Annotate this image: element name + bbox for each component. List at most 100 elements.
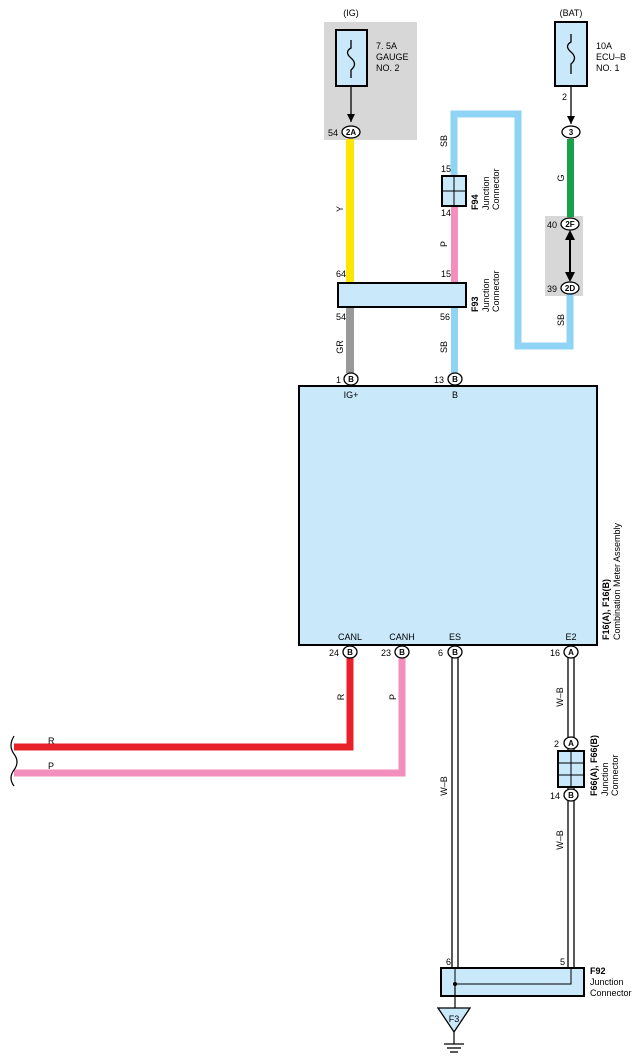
f93-type-1: Junction [481,278,491,312]
f92-internal-link [454,968,572,985]
wire-r-can [14,657,354,751]
connector-2D-pin: 39 [547,284,557,294]
ground-icon [444,1043,464,1053]
fuse-ecu-header: (BAT) [560,8,583,18]
meter-pin-es-label: ES [449,632,461,642]
connector-2F-pin: 40 [547,220,557,230]
junction-connector-f92 [440,967,585,997]
meter-pin-es-conn: B [452,648,458,657]
arrow-up-icon [565,230,575,240]
f94-id: F94 [470,194,480,210]
f93-pin-bl: 54 [336,312,346,322]
wire-p-can [14,657,406,777]
f94-type-1: Junction [481,176,491,210]
ground-label: F3 [449,1014,460,1024]
meter-pin-canl-num: 24 [329,648,339,658]
f94-pin-top: 15 [441,164,451,174]
fuse-ecu-b-no1 [554,21,588,124]
wire-label-p-left: P [48,761,54,771]
fuse-gauge-no2 [335,29,368,122]
f92-type-2: Connector [590,988,632,998]
f93-type-2: Connector [491,270,501,312]
wire-y [346,139,354,283]
meter-pin-ig-conn: B [348,375,354,384]
f92-type-1: Junction [590,977,624,987]
wire-label-sb-right: SB [556,314,566,326]
meter-pin-canl-connector [342,645,358,659]
connector-3-label: 3 [569,128,574,137]
wire-break-icon [10,735,18,787]
wire-label-r-can: R [336,693,346,700]
f66-type-1: Junction [600,762,610,796]
wire-label-wb-es: W–B [439,776,449,796]
wire-label-g: G [556,174,566,181]
connector-3 [561,125,581,139]
f94-type-2: Connector [491,168,501,210]
connector-2A-pin: 54 [328,128,338,138]
meter-pin-e2-connector [563,645,579,659]
wire-sb-loop [450,110,574,350]
meter-code: F16(A), F16(B) [601,579,611,640]
f66-pin-bottom-conn: B [568,791,574,800]
f66-type-2: Connector [610,754,620,796]
f66-pin-top-conn: A [568,739,574,748]
fuse-gauge-name-1: GAUGE [376,52,409,62]
f93-pin-br: 56 [440,312,450,322]
wire-p-mid [451,206,458,283]
f94-pin-bottom: 14 [441,208,451,218]
junction-2F-2D-shade [545,216,583,296]
meter-name: Combination Meter Assembly [612,522,622,640]
wire-g [567,139,574,217]
meter-pin-ig-num: 1 [336,375,341,385]
arrow-down-icon [347,114,355,122]
arrow-down-icon [565,272,575,282]
meter-pin-ig-label: IG+ [344,390,359,400]
wire-sb-low [451,307,458,373]
f66-pin-bottom-num: 14 [550,791,560,801]
meter-pin-ig-connector [343,372,359,386]
wire-label-wb-e2-bottom: W–B [555,830,565,850]
meter-pin-es-connector [447,645,463,659]
fuse-ecu-name-2: NO. 1 [596,63,620,73]
meter-pin-canh-num: 23 [381,648,391,658]
f93-id: F93 [470,296,480,312]
meter-pin-b-label: B [452,390,458,400]
fuse-gauge-rating: 7. 5A [376,41,397,51]
f66-pin-top-connector [563,736,579,750]
f93-pin-tr: 15 [441,269,451,279]
wire-label-wb-e2-top: W–B [555,687,565,707]
f66-id: F66(A), F66(B) [589,735,599,796]
fuse-icon [566,34,576,74]
wire-gr [346,307,354,373]
meter-pin-b-conn: B [452,375,458,384]
meter-pin-b-num: 13 [434,375,444,385]
wire-label-r-left: R [48,736,55,746]
fuse-ecu-name-1: ECU–B [596,52,626,62]
fuse-gauge-name-2: NO. 2 [376,63,400,73]
arrow-down-icon [567,116,575,124]
ground-point-triangle [436,1007,472,1034]
fuse-ecu-out-pin: 2 [562,92,567,102]
f92-pin-right: 5 [560,957,565,967]
f92-id: F92 [590,966,606,976]
f93-pin-tl: 64 [336,269,346,279]
connector-2A-label: 2A [346,128,356,137]
meter-pin-e2-label: E2 [565,632,576,642]
f92-pin-left: 6 [446,957,451,967]
meter-pin-es-num: 6 [438,648,443,658]
connector-2F [560,217,580,231]
combination-meter-assembly [298,385,598,646]
junction-connector-f93 [337,282,467,308]
wire-label-p-mid: P [439,241,449,247]
meter-pin-canh-label: CANH [389,632,415,642]
connector-2A [341,125,361,139]
f66-pin-bottom-connector [563,788,579,802]
wire-label-y: Y [335,206,345,212]
meter-pin-e2-num: 16 [550,648,560,658]
meter-pin-e2-conn: A [568,648,574,657]
connector-2F-label: 2F [565,220,574,229]
wire-label-sb-low: SB [439,341,449,353]
wire-label-p-can: P [388,694,398,700]
meter-pin-canh-conn: B [399,648,405,657]
